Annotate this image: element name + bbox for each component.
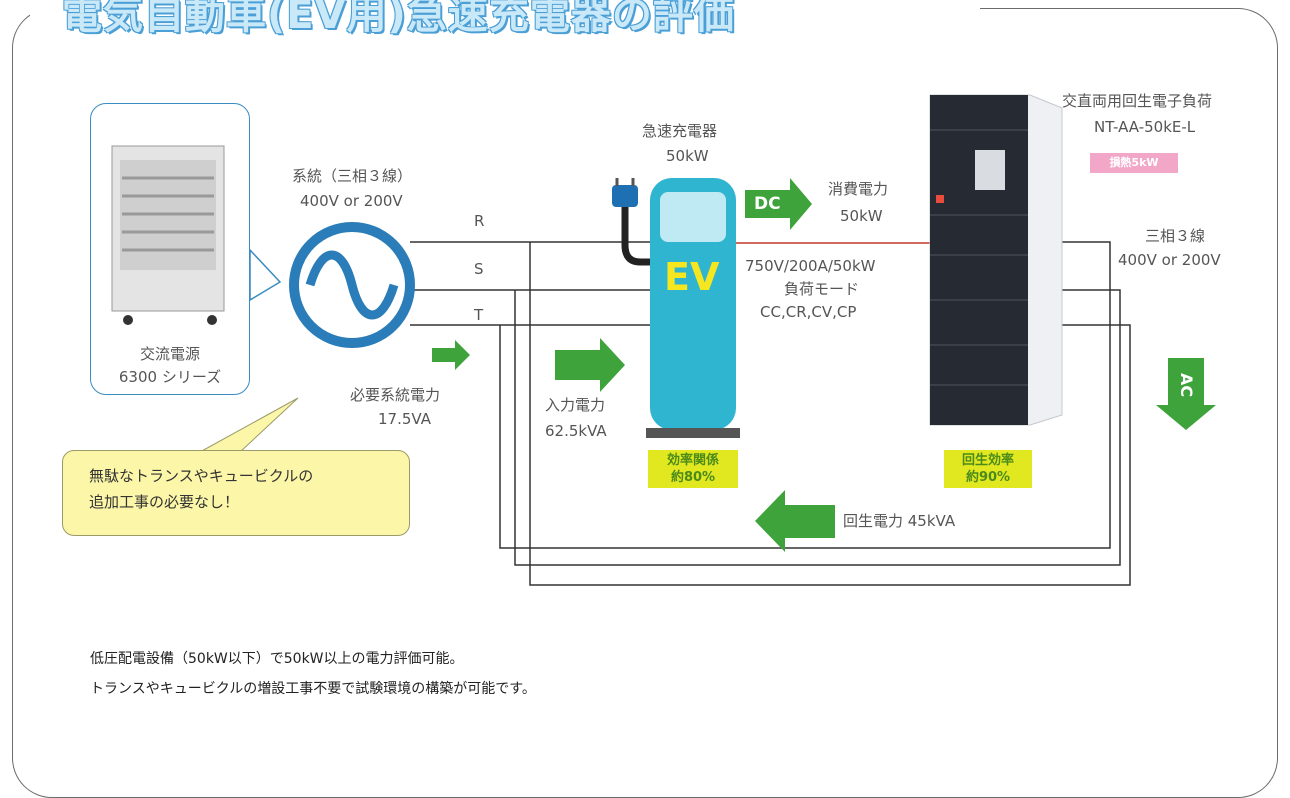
three-phase-voltage: 400V or 200V xyxy=(1118,251,1221,269)
load-mode-values: CC,CR,CV,CP xyxy=(760,303,857,321)
grid-voltage: 400V or 200V xyxy=(300,192,403,210)
note-callout: 無駄なトランスやキュービクルの 追加工事の必要なし！ xyxy=(62,450,410,536)
load-name: 交直両用回生電子負荷 xyxy=(1062,92,1213,110)
required-power-arrow xyxy=(432,340,470,370)
note-line2: 追加工事の必要なし！ xyxy=(89,493,240,511)
page-title: 電気自動車(EV用)急速充電器の評価 xyxy=(62,0,735,38)
charger-efficiency-line1: 効率関係 xyxy=(666,453,719,468)
dc-consumption-label: 消費電力 xyxy=(828,180,889,198)
regen-efficiency-badge: 回生効率 約90% xyxy=(944,450,1032,488)
dc-consumption-value: 50kW xyxy=(840,207,883,225)
phase-t-label: T xyxy=(474,306,484,324)
footer-line2: トランスやキュービクルの増設工事不要で試験環境の構築が可能です。 xyxy=(90,681,536,697)
ac-source-name: 交流電源 xyxy=(139,345,200,363)
regen-efficiency-line1: 回生効率 xyxy=(961,453,1014,468)
charger-efficiency-badge: 効率関係 約80% xyxy=(648,450,738,488)
dc-arrow-text: DC xyxy=(754,194,781,214)
input-power-value: 62.5kVA xyxy=(545,422,607,440)
dc-arrow xyxy=(745,178,812,230)
charger-ev-text: EV xyxy=(664,255,720,299)
three-phase-label: 三相３線 xyxy=(1145,227,1206,245)
phase-r-label: R xyxy=(474,212,485,230)
charger-power: 50kW xyxy=(666,147,709,165)
grid-label: 系統（三相３線） xyxy=(292,167,413,185)
ac-arrow xyxy=(1156,358,1216,430)
charger-screen xyxy=(660,192,726,242)
source-callout-pointer xyxy=(249,248,282,302)
load-heat-tag: 損熱5kW xyxy=(1090,153,1178,173)
regen-arrow xyxy=(755,490,835,552)
note-line1: 無駄なトランスやキュービクルの xyxy=(89,467,314,485)
regen-power-label: 回生電力 45kVA xyxy=(843,512,956,530)
title-mask xyxy=(30,0,980,34)
wire-s-loop xyxy=(514,289,1121,566)
phase-s-label: S xyxy=(474,260,484,278)
load-mode-label: 負荷モード xyxy=(784,280,860,298)
charger-cable xyxy=(621,205,650,266)
charger-efficiency-line2: 約80% xyxy=(670,470,716,485)
regen-efficiency-line2: 約90% xyxy=(965,470,1011,485)
required-power-value: 17.5VA xyxy=(378,410,431,428)
sine-wave-icon xyxy=(305,250,399,320)
footer-line1: 低圧配電設備（50kW以下）で50kW以上の電力評価可能。 xyxy=(90,651,464,667)
input-power-label: 入力電力 xyxy=(545,396,606,414)
wire-r-loop xyxy=(499,241,1111,549)
charger-label: 急速充電器 xyxy=(642,122,718,140)
load-model: NT-AA-50kE-L xyxy=(1094,118,1196,136)
input-power-arrow xyxy=(555,338,625,392)
ac-source-series: 6300 シリーズ xyxy=(118,368,222,386)
ac-arrow-text: AC xyxy=(1177,372,1196,398)
plug-icon xyxy=(612,185,638,207)
ac-source-illustration xyxy=(111,145,225,325)
wire-t-loop xyxy=(529,242,1131,586)
required-power-label: 必要系統電力 xyxy=(350,386,441,404)
load-spec: 750V/200A/50kW xyxy=(745,257,876,275)
